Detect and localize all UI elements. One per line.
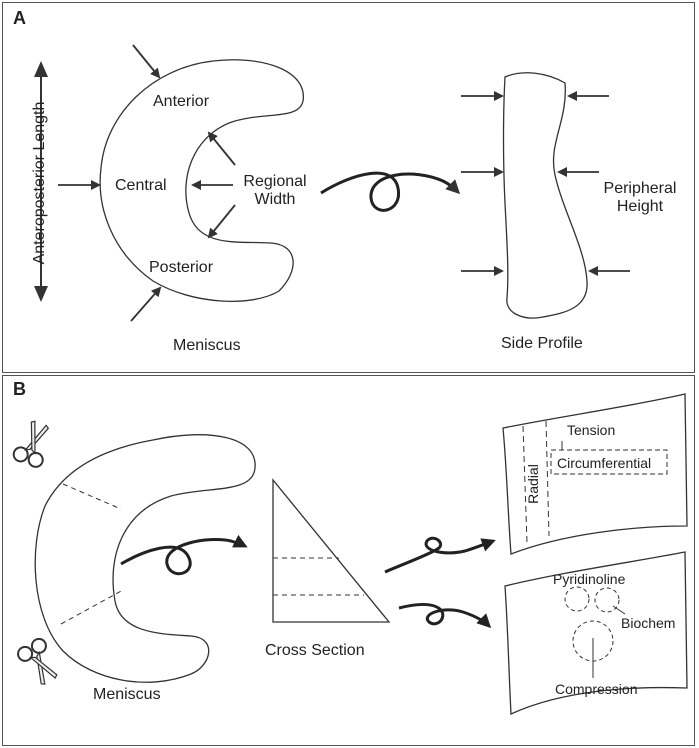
pyridinoline-circle bbox=[564, 586, 590, 612]
panel-b-letter: B bbox=[13, 379, 26, 399]
anterior-arrow-icon bbox=[132, 44, 161, 79]
cross-section-triangle bbox=[272, 478, 391, 623]
anteroposterior-double-arrow bbox=[34, 61, 48, 302]
scissors-upper-icon bbox=[12, 420, 50, 468]
meniscus-b-shape bbox=[34, 434, 256, 683]
curly-arrow-icon bbox=[320, 171, 461, 212]
meniscus-shape bbox=[99, 59, 304, 302]
biochem-label: Biochem bbox=[621, 615, 676, 631]
radial-label: Radial bbox=[525, 464, 541, 504]
circumferential-label: Circumferential bbox=[557, 455, 652, 471]
biochem-circle bbox=[594, 587, 620, 613]
regional-width-line1: Regional bbox=[243, 173, 307, 190]
biochem-leader bbox=[612, 605, 626, 615]
regional-width-line2: Width bbox=[254, 191, 296, 208]
circumferential-box bbox=[550, 449, 668, 475]
posterior-label: Posterior bbox=[149, 259, 214, 276]
panel-b: B Meniscus Cross Section Tension Circumf… bbox=[2, 375, 695, 746]
posterior-arrow-icon bbox=[130, 286, 162, 322]
width-arrow-lower-icon bbox=[207, 204, 236, 239]
peripheral-height-label: Peripheral Height bbox=[601, 180, 679, 216]
radial-cut-right bbox=[545, 420, 550, 537]
scissors-lower-icon bbox=[17, 637, 58, 685]
anteroposterior-length-label: Anteroposterior Length bbox=[31, 101, 48, 265]
cut-line-lower bbox=[60, 589, 124, 625]
cut-line-upper bbox=[62, 483, 122, 510]
curly-arrow-b1-icon bbox=[120, 534, 248, 576]
panel-a-drawing bbox=[34, 44, 630, 322]
regional-width-label: Regional Width bbox=[237, 173, 313, 209]
panel-a-letter: A bbox=[13, 8, 26, 28]
meniscus-caption: Meniscus bbox=[173, 337, 241, 354]
width-arrow-upper-icon bbox=[207, 131, 236, 166]
side-profile-caption: Side Profile bbox=[501, 335, 583, 352]
side-profile-shape bbox=[502, 72, 588, 319]
peripheral-height-line1: Peripheral bbox=[603, 180, 677, 197]
cross-section-caption: Cross Section bbox=[265, 642, 365, 659]
pyridinoline-label: Pyridinoline bbox=[553, 571, 626, 587]
curly-arrow-b2-icon bbox=[384, 536, 496, 574]
panel-b-drawing bbox=[12, 393, 688, 715]
meniscus-b-caption: Meniscus bbox=[93, 686, 161, 703]
compression-label: Compression bbox=[555, 681, 638, 697]
compression-sample-shape bbox=[504, 551, 688, 715]
panel-a: A Anteroposterior Length Anterior Centra… bbox=[2, 2, 695, 373]
tension-label: Tension bbox=[567, 422, 616, 438]
peripheral-height-line2: Height bbox=[616, 198, 664, 215]
central-label: Central bbox=[115, 177, 167, 194]
anterior-label: Anterior bbox=[153, 93, 210, 110]
tension-sample-shape bbox=[502, 393, 688, 555]
curly-arrow-b3-icon bbox=[398, 603, 492, 629]
